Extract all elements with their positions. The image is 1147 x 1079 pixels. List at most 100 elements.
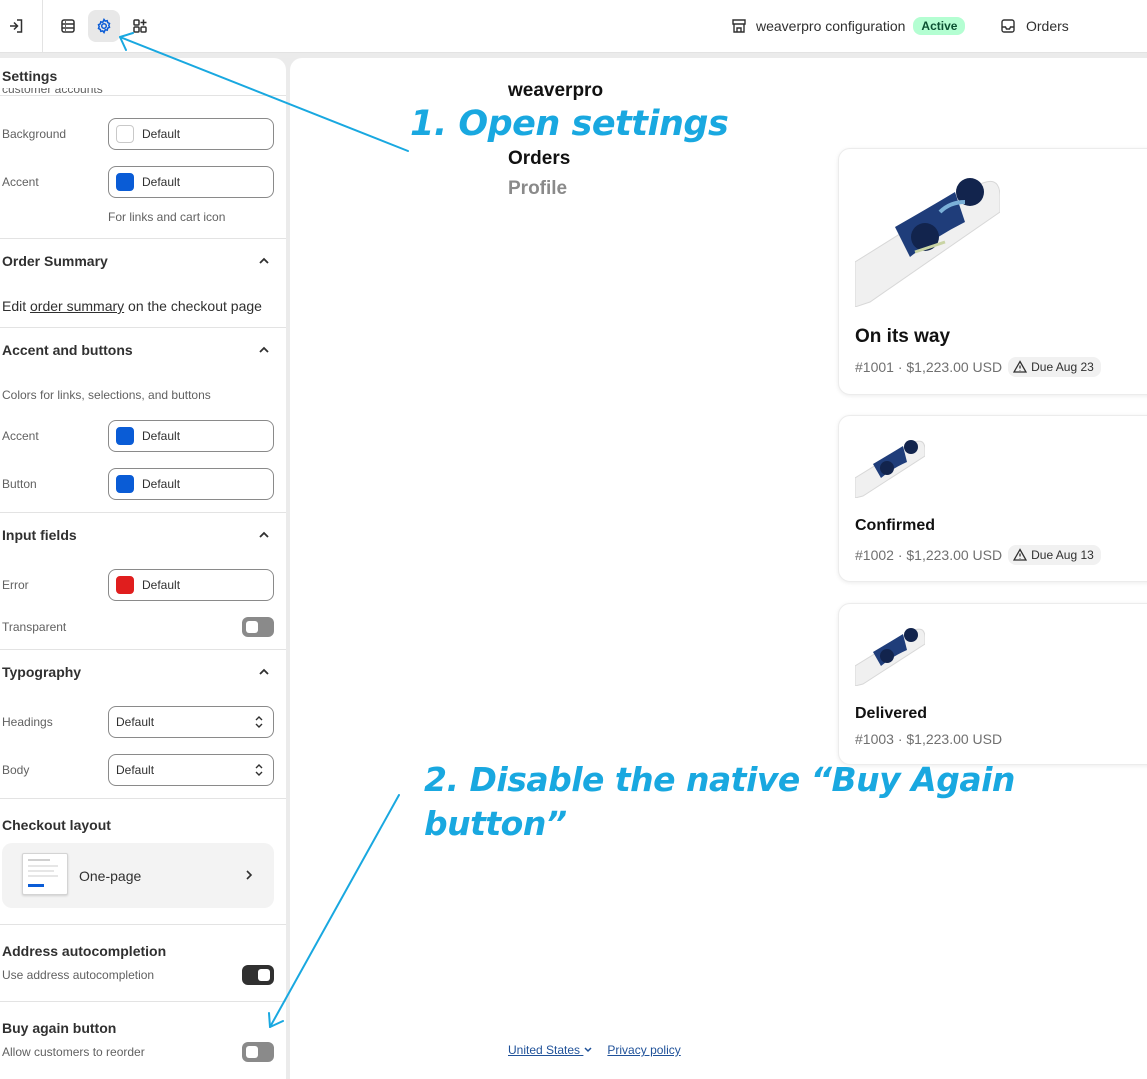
sidebar-title: Settings (2, 68, 58, 84)
divider (0, 238, 286, 239)
divider (0, 798, 286, 799)
button-swatch (116, 475, 134, 493)
page-selector[interactable]: Orders (1000, 14, 1069, 38)
settings-button[interactable] (88, 10, 120, 42)
order-summary-prefix: Edit (2, 298, 31, 314)
page-selector-label: Orders (1026, 18, 1069, 34)
top-bar: weaverpro configuration Active Orders (0, 0, 1147, 53)
snowboard-image (855, 440, 925, 498)
layout-name: One-page (79, 868, 142, 884)
accent-buttons-heading[interactable]: Accent and buttons (2, 342, 133, 358)
order-card[interactable]: Delivered #1003 · $1,223.00 USD (838, 603, 1147, 765)
button-color-field[interactable]: Default (108, 468, 274, 500)
buy-again-toggle[interactable] (242, 1042, 274, 1062)
order-status: On its way (855, 326, 951, 347)
background-swatch (116, 125, 134, 143)
body-font-select[interactable]: Default (108, 754, 274, 786)
store-config-label: weaverpro configuration (756, 18, 906, 34)
transparent-label: Transparent (2, 620, 67, 634)
thumb-line (28, 859, 50, 861)
address-heading: Address autocompletion (2, 943, 167, 959)
exit-icon (10, 19, 23, 33)
accent-help-text: For links and cart icon (108, 210, 226, 224)
chevron-up-icon[interactable] (256, 253, 272, 269)
inbox-icon (1001, 19, 1015, 33)
order-summary-text: Edit order summary on the checkout page (2, 298, 262, 314)
apps-button[interactable] (124, 10, 156, 42)
order-meta: #1003 · $1,223.00 USD (855, 731, 1002, 747)
nav-profile-link[interactable]: Profile (508, 178, 568, 199)
due-date: Due Aug 13 (1031, 548, 1094, 562)
input-fields-heading[interactable]: Input fields (2, 527, 77, 543)
divider (0, 512, 286, 513)
order-card[interactable]: On its way #1001 · $1,223.00 USD Due Aug… (838, 148, 1147, 395)
store-icon (732, 19, 746, 33)
privacy-policy-link[interactable]: Privacy policy (607, 1043, 681, 1057)
snowboard-image (855, 178, 1000, 307)
order-number-price: #1003 · $1,223.00 USD (855, 731, 1003, 747)
order-status: Confirmed (855, 517, 935, 534)
chevron-right-icon (246, 870, 253, 880)
button-value: Default (142, 477, 181, 491)
snowboard-image (855, 628, 925, 686)
address-description: Use address autocompletion (2, 968, 155, 982)
divider (0, 327, 286, 328)
background-label: Background (2, 127, 67, 141)
background-value: Default (142, 127, 181, 141)
accent-swatch (116, 173, 134, 191)
accent-label: Accent (2, 175, 39, 189)
headings-label: Headings (2, 715, 53, 729)
layout-thumbnail (22, 853, 68, 895)
warning-icon (1013, 360, 1028, 373)
checkout-preview: weaverpro Orders Profile On its way #100… (290, 58, 1147, 1079)
typography-heading[interactable]: Typography (2, 664, 82, 680)
background-color-field[interactable]: Default (108, 118, 274, 150)
toolbar-divider (42, 0, 43, 53)
transparent-toggle[interactable] (242, 617, 274, 637)
thumb-line (28, 875, 58, 877)
order-number-price: #1002 · $1,223.00 USD (855, 547, 1003, 563)
accent-color-field-2[interactable]: Default (108, 420, 274, 452)
toggle-knob (246, 621, 258, 633)
accent-value: Default (142, 429, 181, 443)
order-summary-link[interactable]: order summary (30, 298, 125, 314)
annotation-step-2-line-1: 2. Disable the native “Buy Again (424, 760, 1015, 799)
chevron-up-icon[interactable] (256, 664, 272, 680)
due-date: Due Aug 23 (1031, 360, 1094, 374)
store-selector[interactable]: weaverpro configuration Active (730, 14, 966, 38)
order-summary-heading[interactable]: Order Summary (2, 253, 108, 269)
error-value: Default (142, 578, 181, 592)
error-swatch (116, 576, 134, 594)
sections-button[interactable] (52, 10, 84, 42)
order-card[interactable]: Confirmed #1002 · $1,223.00 USD Due Aug … (838, 415, 1147, 582)
order-summary-suffix: on the checkout page (124, 298, 262, 314)
buy-again-heading: Buy again button (2, 1020, 117, 1036)
body-label: Body (2, 763, 30, 777)
accent-swatch (116, 427, 134, 445)
divider (0, 649, 286, 650)
exit-button[interactable] (0, 10, 32, 42)
accent-color-field[interactable]: Default (108, 166, 274, 198)
button-label: Button (2, 477, 37, 491)
headings-font-select[interactable]: Default (108, 706, 274, 738)
toggle-knob (246, 1046, 258, 1058)
chevron-up-icon[interactable] (256, 342, 272, 358)
address-autocomplete-toggle[interactable] (242, 965, 274, 985)
warning-icon (1013, 548, 1028, 561)
error-label: Error (2, 578, 29, 592)
order-meta: #1002 · $1,223.00 USD Due Aug 13 (855, 545, 1101, 565)
due-badge: Due Aug 23 (1008, 357, 1101, 377)
buy-again-description: Allow customers to reorder (2, 1045, 145, 1059)
checkout-layout-card[interactable]: One-page (2, 843, 274, 908)
chevron-down-icon (584, 1047, 592, 1053)
headings-value: Default (116, 715, 155, 729)
apps-icon (133, 19, 147, 33)
divider (0, 1001, 286, 1002)
annotation-step-2-line-2: button” (424, 804, 567, 843)
nav-orders-link[interactable]: Orders (508, 148, 571, 169)
error-color-field[interactable]: Default (108, 569, 274, 601)
chevron-up-icon[interactable] (256, 527, 272, 543)
country-selector[interactable]: United States (508, 1043, 593, 1057)
thumb-button (28, 884, 44, 887)
accent-label-2: Accent (2, 429, 39, 443)
